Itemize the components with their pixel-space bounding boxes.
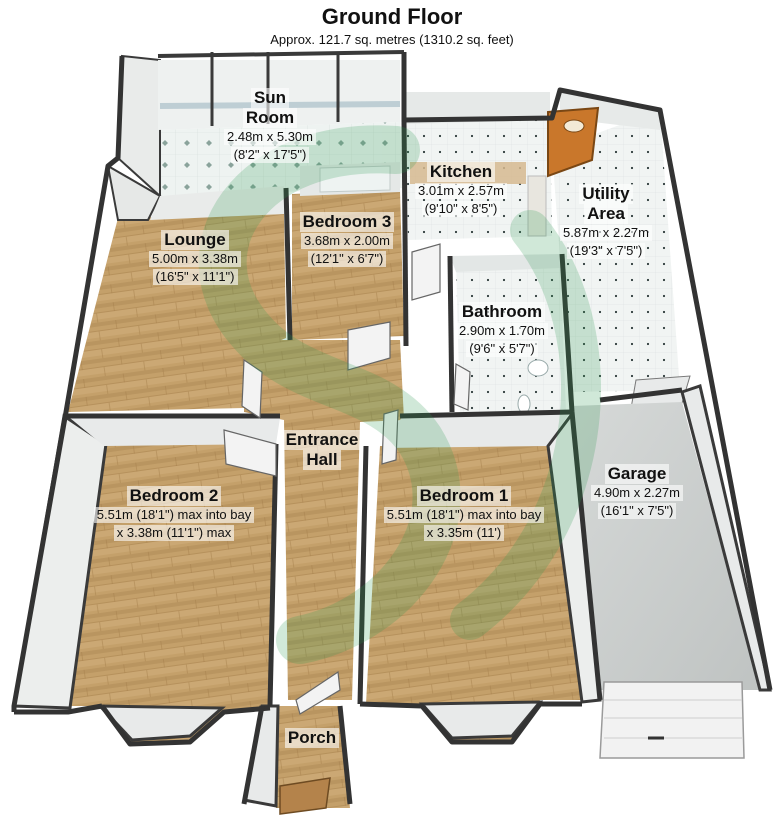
room-name: Bedroom 3 <box>299 212 395 232</box>
room-dimensions: 5.51m (18'1") max into bay <box>383 507 545 523</box>
room-name: Bathroom <box>458 302 546 322</box>
room-label-kitchen: Kitchen 3.01m x 2.57m (9'10" x 8'5") <box>396 162 526 218</box>
room-dimensions: 5.51m (18'1") max into bay <box>93 507 255 523</box>
walls <box>11 52 773 805</box>
room-dimensions: (8'2" x 17'5") <box>230 147 310 163</box>
doors <box>223 243 471 715</box>
room-dimensions: (19'3" x 7'5") <box>566 243 646 259</box>
room-dimensions: x 3.35m (11') <box>423 525 505 541</box>
watermark-logo <box>198 125 601 664</box>
room-name: Lounge <box>161 230 229 250</box>
room-label-bedroom-1: Bedroom 1 5.51m (18'1") max into bay x 3… <box>354 486 574 542</box>
room-name: Kitchen <box>426 162 496 182</box>
room-name: Entrance <box>282 430 362 450</box>
room-dimensions: (16'5" x 11'1") <box>152 269 238 285</box>
room-dimensions: (9'10" x 8'5") <box>421 201 501 217</box>
room-label-bathroom: Bathroom 2.90m x 1.70m (9'6" x 5'7") <box>432 302 572 358</box>
room-name: Area <box>584 204 628 224</box>
room-dimensions: 2.48m x 5.30m <box>224 129 316 145</box>
room-name: Utility <box>579 184 633 204</box>
room-name: Bedroom 2 <box>126 486 222 506</box>
floor-area-subtitle: Approx. 121.7 sq. metres (1310.2 sq. fee… <box>270 32 514 47</box>
room-dimensions: (9'6" x 5'7") <box>466 341 538 357</box>
room-label-bedroom-2: Bedroom 2 5.51m (18'1") max into bay x 3… <box>58 486 290 542</box>
room-label-entrance-hall: Entrance Hall <box>262 430 382 470</box>
room-dimensions: 3.68m x 2.00m <box>301 233 393 249</box>
room-dimensions: 5.00m x 3.38m <box>149 251 241 267</box>
room-dimensions: 3.01m x 2.57m <box>415 183 507 199</box>
room-name: Hall <box>303 450 341 470</box>
room-label-sun-room: Sun Room 2.48m x 5.30m (8'2" x 17'5") <box>190 88 350 164</box>
room-label-porch: Porch <box>270 728 354 748</box>
room-name: Garage <box>604 464 670 484</box>
room-name: Bedroom 1 <box>416 486 512 506</box>
room-dimensions: (16'1" x 7'5") <box>597 503 677 519</box>
room-dimensions: 2.90m x 1.70m <box>456 323 548 339</box>
garage-area <box>572 384 772 759</box>
room-name: Room <box>242 108 298 128</box>
room-dimensions: (12'1" x 6'7") <box>307 251 387 267</box>
room-label-garage: Garage 4.90m x 2.27m (16'1" x 7'5") <box>566 464 708 520</box>
room-name: Sun <box>250 88 290 108</box>
room-label-utility-area: Utility Area 5.87m x 2.27m (19'3" x 7'5"… <box>536 184 676 260</box>
page-title: Ground Floor <box>321 4 463 29</box>
room-label-lounge: Lounge 5.00m x 3.38m (16'5" x 11'1") <box>130 230 260 286</box>
room-dimensions: x 3.38m (11'1") max <box>113 525 235 541</box>
room-dimensions: 5.87m x 2.27m <box>560 225 652 241</box>
room-label-bedroom-3: Bedroom 3 3.68m x 2.00m (12'1" x 6'7") <box>282 212 412 268</box>
entrance-hall-area <box>244 340 404 700</box>
room-name: Porch <box>284 728 340 748</box>
room-dimensions: 4.90m x 2.27m <box>591 485 683 501</box>
